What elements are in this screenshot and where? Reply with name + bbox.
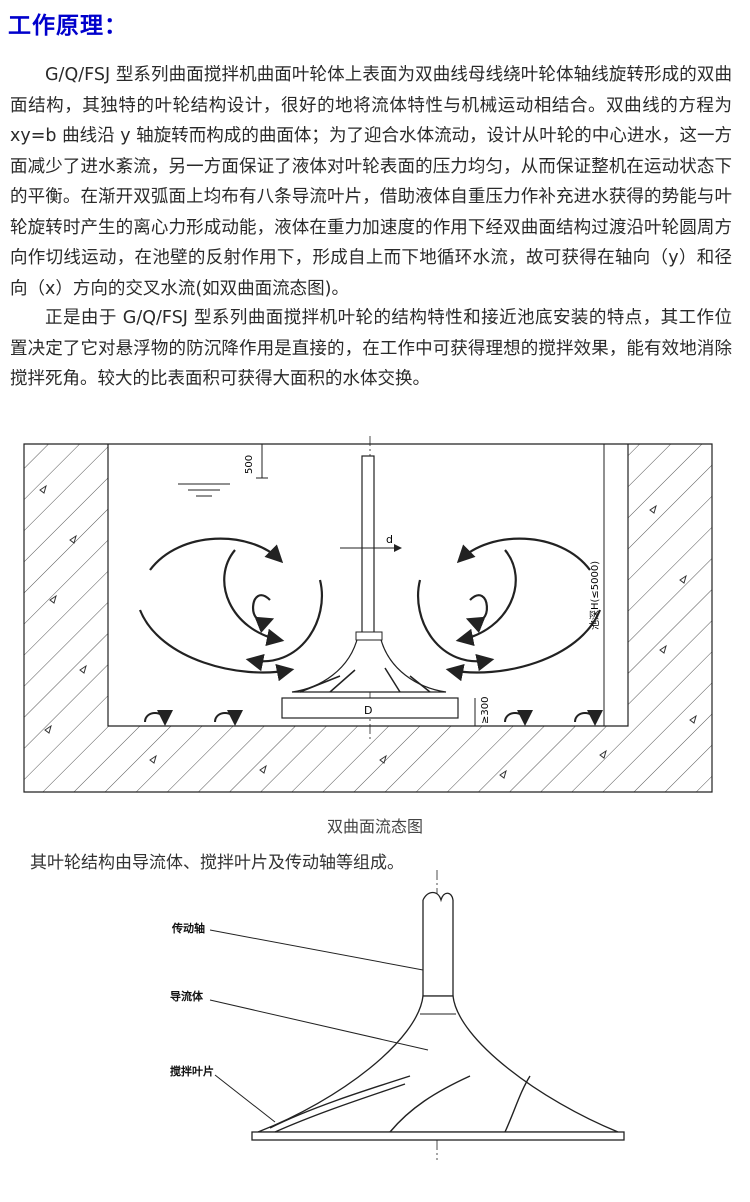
dim-bottom-label: ≥300 <box>480 697 491 724</box>
dim-D-label: D <box>364 704 372 717</box>
label-mixing-blade: 搅拌叶片 <box>170 1065 214 1078</box>
dim-d-label: d <box>386 533 393 546</box>
paragraph-working-principle: G/Q/FSJ 型系列曲面搅拌机曲面叶轮体上表面为双曲线母线绕叶轮体轴线旋转形成… <box>10 65 732 299</box>
label-guide-body: 导流体 <box>170 990 203 1003</box>
impeller-structure-intro: 其叶轮结构由导流体、搅拌叶片及传动轴等组成。 <box>30 853 404 873</box>
section-title: 工作原理： <box>8 13 128 39</box>
flow-pattern-diagram: 500 d D ≥300 池深H(≤5000) <box>23 436 713 793</box>
dim-top-label: 500 <box>244 455 255 474</box>
flow-diagram-caption: 双曲面流态图 <box>326 817 423 836</box>
label-drive-shaft: 传动轴 <box>172 922 205 935</box>
paragraph-advantages: 正是由于 G/Q/FSJ 型系列曲面搅拌机叶轮的结构特性和接近池底安装的特点，其… <box>10 308 732 389</box>
impeller-structure-diagram <box>209 870 625 1160</box>
